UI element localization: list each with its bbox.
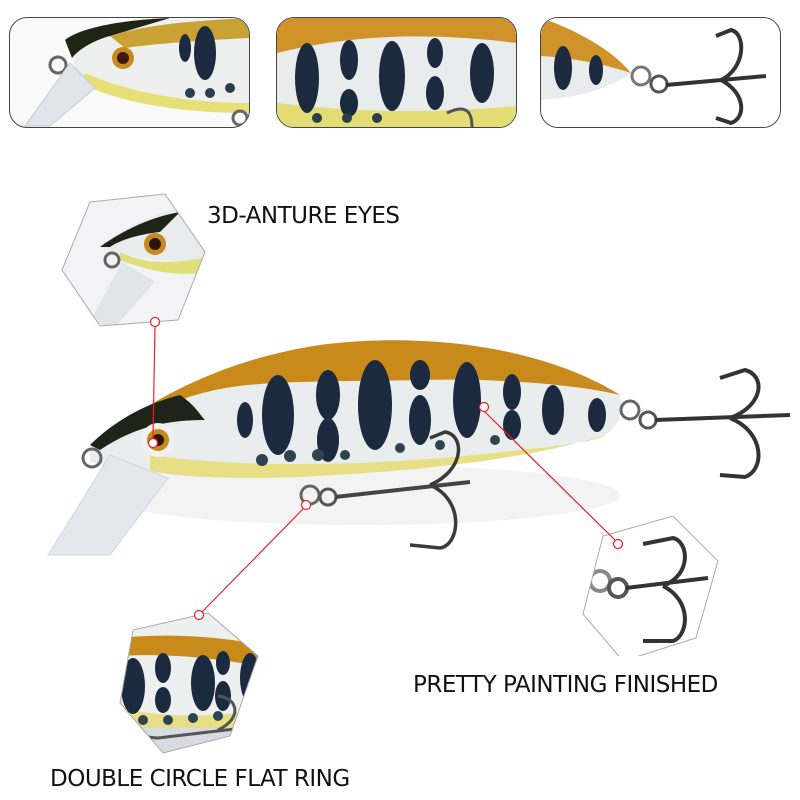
feature-image-eyes — [60, 192, 210, 332]
feature-label-eyes: 3D-ANTURE EYES — [207, 203, 400, 229]
feature-image-ring — [118, 608, 268, 758]
thumbnail-tail — [540, 17, 781, 128]
thumbnail-head — [9, 17, 250, 128]
lure-body-image — [277, 18, 516, 127]
thumbnail-body — [276, 17, 517, 128]
feature-label-ring: DOUBLE CIRCLE FLAT RING — [50, 766, 350, 792]
feature-image-painting — [578, 516, 723, 656]
feature-label-painting: PRETTY PAINTING FINISHED — [413, 672, 718, 698]
lure-head-image — [24, 18, 249, 127]
lure-tail-image — [541, 18, 780, 127]
